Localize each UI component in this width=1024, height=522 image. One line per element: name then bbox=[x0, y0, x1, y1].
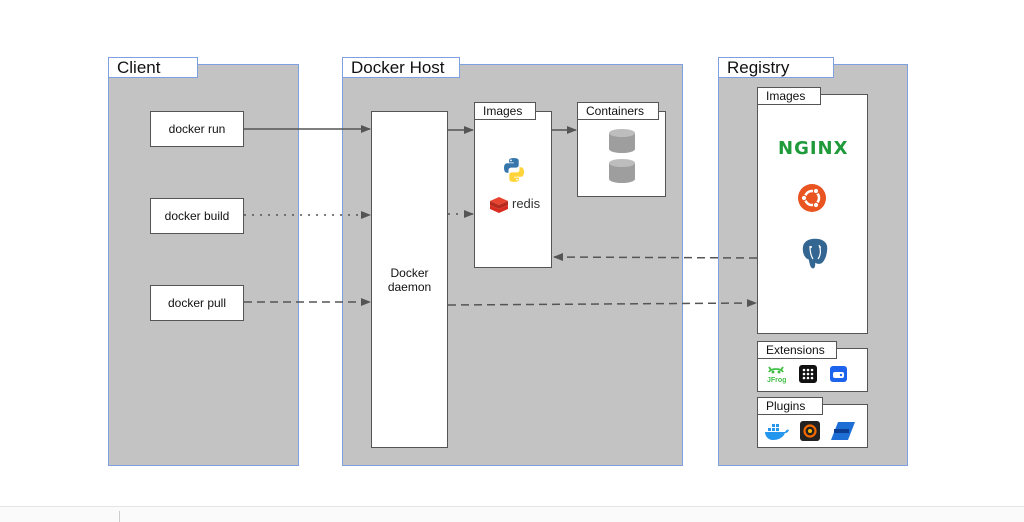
docker-host-title: Docker Host bbox=[342, 57, 460, 78]
bottom-status-bar bbox=[0, 506, 1024, 522]
nginx-logo: NGINX bbox=[778, 138, 849, 159]
redis-label: redis bbox=[512, 196, 541, 211]
disk-extension-icon bbox=[830, 366, 847, 387]
vmware-plugin-icon bbox=[830, 421, 856, 446]
daemon-to-registry-arrow bbox=[447, 299, 757, 308]
host-images-label: Images bbox=[474, 102, 536, 120]
registry-to-images-arrow bbox=[553, 253, 758, 262]
plugins-label: Plugins bbox=[757, 397, 823, 415]
container-cylinder-icon bbox=[608, 128, 636, 159]
registry-images-label: Images bbox=[757, 87, 821, 105]
docker-run-command: docker run bbox=[150, 111, 244, 147]
docker-daemon: Docker daemon bbox=[371, 111, 448, 448]
docker-build-command: docker build bbox=[150, 198, 244, 234]
client-title: Client bbox=[108, 57, 198, 78]
container-cylinder-icon bbox=[608, 158, 636, 189]
docker-whale-icon bbox=[764, 423, 790, 446]
extensions-label: Extensions bbox=[757, 341, 837, 359]
jfrog-label: JFrog bbox=[767, 377, 787, 384]
docker-pull-command: docker pull bbox=[150, 285, 244, 321]
postgresql-icon bbox=[799, 236, 831, 277]
registry-images-box bbox=[757, 94, 868, 334]
redis-icon bbox=[489, 196, 509, 219]
status-bar-divider bbox=[119, 511, 120, 522]
grafana-plugin-icon bbox=[800, 421, 820, 446]
jfrog-icon bbox=[765, 364, 787, 391]
containers-label: Containers bbox=[577, 102, 659, 120]
dots-grid-icon bbox=[799, 365, 817, 388]
python-icon bbox=[500, 156, 528, 189]
registry-title: Registry bbox=[718, 57, 834, 78]
ubuntu-icon bbox=[797, 183, 827, 218]
